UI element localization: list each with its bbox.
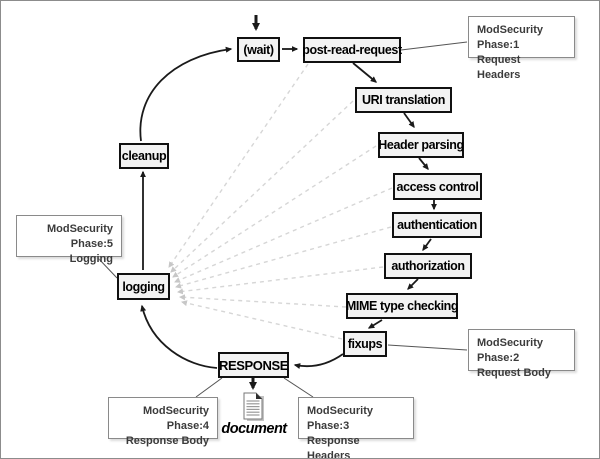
node-authorization: authorization [384, 253, 472, 279]
annotation-phase3: ModSecurity Phase:3 Response Headers [298, 397, 414, 458]
node-header-parsing: Header parsing [378, 132, 464, 158]
annotation-phase2: ModSecurity Phase:2 Request Body [468, 329, 575, 379]
node-authentication: authentication [392, 212, 482, 238]
dashed-fixups-to-logging [181, 300, 343, 340]
annotation-phase1-line2: Request Headers [477, 53, 521, 81]
node-logging: logging [117, 273, 170, 300]
dashed-authentication-to-logging [175, 226, 392, 289]
annotation-phase4-line1: ModSecurity Phase:4 [142, 405, 209, 432]
annotation-phase2-line1: ModSecurity Phase:2 [477, 337, 544, 364]
arrow-response-to-logging [140, 304, 218, 369]
arrow-fixups-to-response [293, 353, 344, 369]
dashed-access-control-to-logging [174, 187, 393, 283]
arrow-mime-to-fixups [367, 319, 383, 329]
node-access-control: access control [393, 173, 482, 200]
dashed-post-read-request-to-logging [168, 63, 309, 268]
annotation-phase4-line2: Response Body [125, 434, 209, 447]
arrow-uri-to-header [403, 112, 415, 129]
document-label: document [221, 421, 287, 437]
annotation-phase3-line2: Response Headers [307, 434, 360, 459]
node-post-read-request: post-read-request [302, 37, 402, 63]
annotation-phase1-line1: ModSecurity Phase:1 [477, 24, 544, 51]
annotation-phase5: ModSecurity Phase:5 Logging [16, 215, 122, 265]
dashed-authorization-to-logging [177, 266, 384, 295]
annotation-phase5-line2: Logging [69, 252, 113, 265]
node-wait: (wait) [237, 37, 280, 62]
node-fixups: fixups [343, 331, 387, 357]
dashed-mime-type-checking-to-logging [179, 294, 347, 308]
node-response: RESPONSE [218, 352, 289, 378]
arrow-authz-to-mime [407, 278, 419, 290]
dashed-header-parsing-to-logging [172, 145, 377, 278]
document-icon [243, 392, 264, 421]
dashed-uri-translation-to-logging [170, 100, 354, 273]
node-mime-type-checking: MIME type checking [346, 293, 459, 319]
arrow-header-to-access [418, 157, 429, 171]
arrow-authn-to-authz [422, 238, 432, 252]
link-phase5 [97, 257, 118, 279]
arrow-cleanup-to-wait [139, 46, 233, 142]
link-phase3 [283, 377, 314, 398]
annotation-phase4: ModSecurity Phase:4 Response Body [108, 397, 218, 447]
annotation-phase5-line1: ModSecurity Phase:5 [46, 223, 113, 250]
link-phase2 [387, 344, 468, 351]
link-phase4 [195, 377, 223, 398]
link-phase1 [400, 41, 468, 51]
node-cleanup: cleanup [119, 143, 169, 169]
annotation-phase3-line1: ModSecurity Phase:3 [307, 405, 374, 432]
node-uri-translation: URI translation [355, 87, 452, 113]
annotation-phase2-line2: Request Body [477, 366, 551, 379]
arrow-post-read-to-uri [352, 62, 378, 83]
annotation-phase1: ModSecurity Phase:1 Request Headers [468, 16, 575, 81]
